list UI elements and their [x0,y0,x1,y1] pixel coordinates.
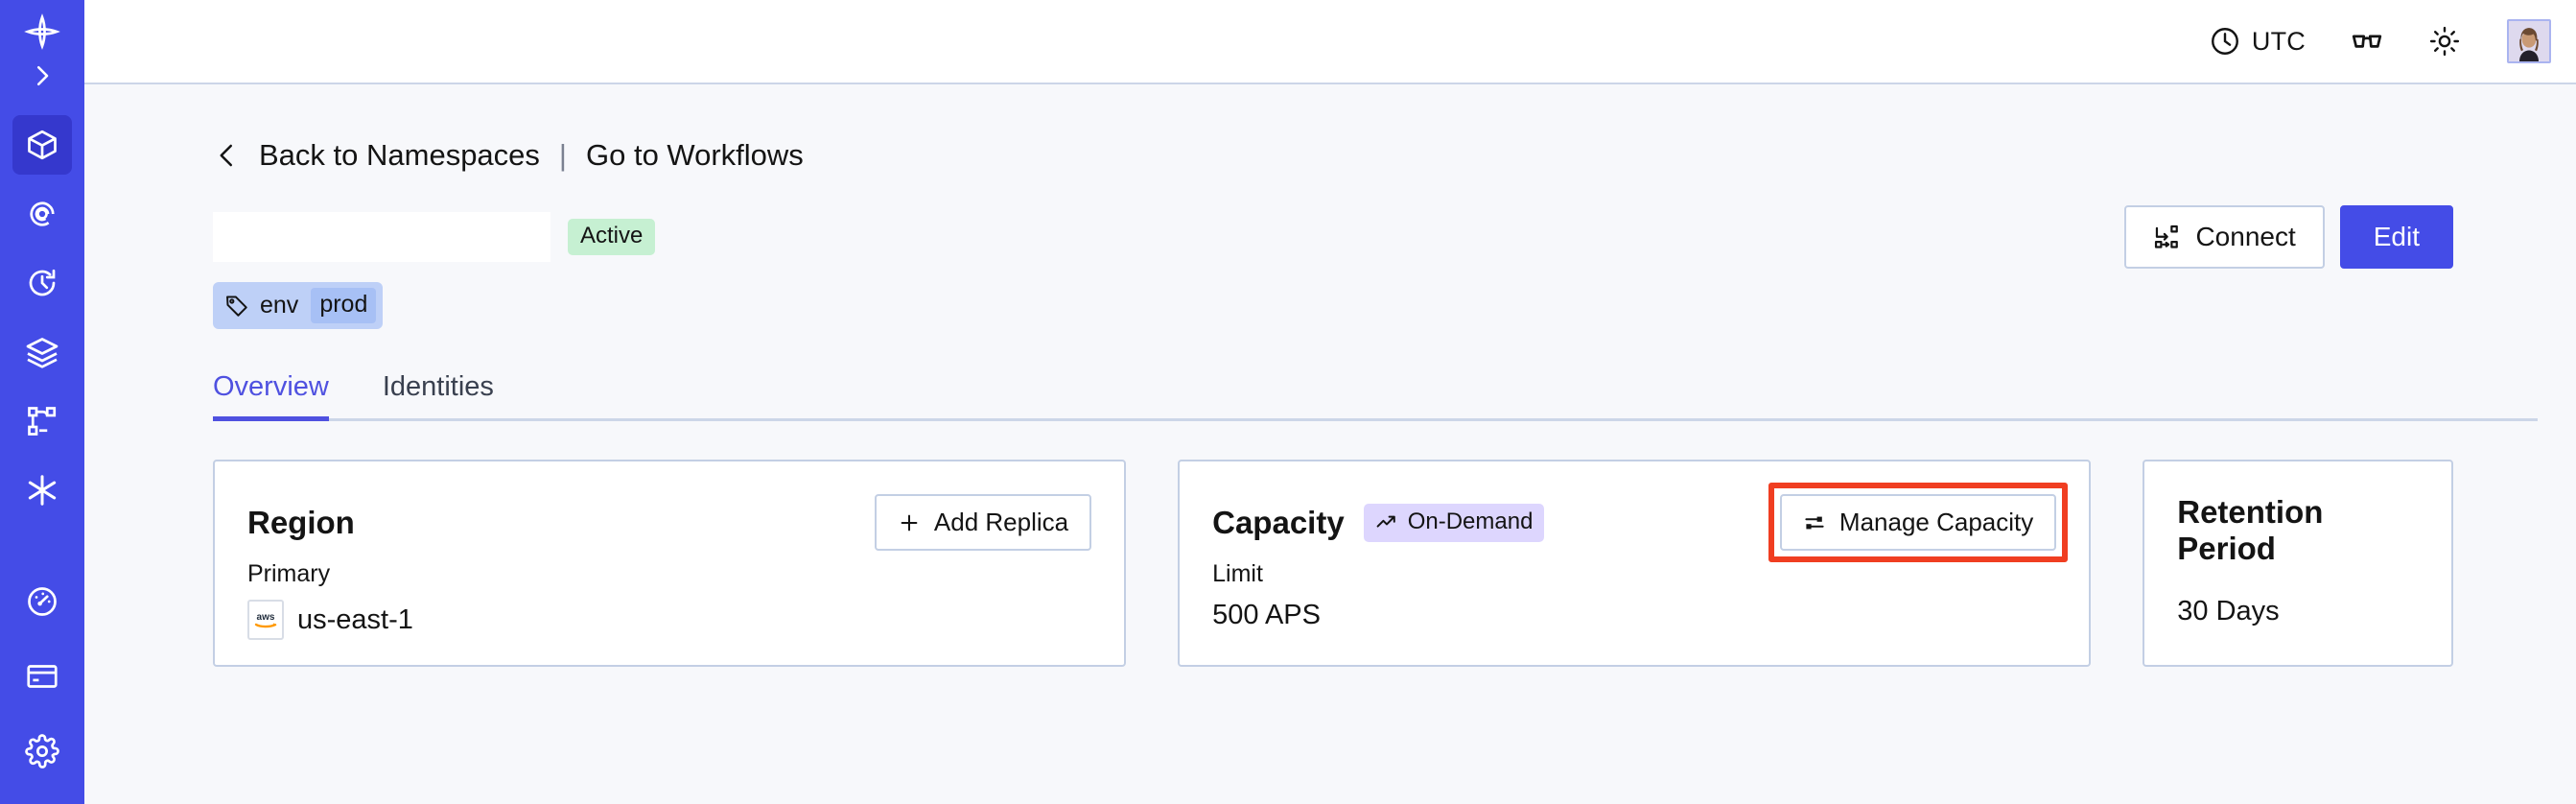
region-card-header: Region Add Replica [247,494,1092,551]
capacity-card: Capacity On-Demand [1178,460,2092,667]
breadcrumb-workflows-link[interactable]: Go to Workflows [585,138,804,172]
tag-key: env [260,292,299,319]
retention-card: Retention Period 30 Days [2143,460,2453,667]
tab-identities-label: Identities [382,371,494,402]
aws-logo-icon: aws [247,600,284,640]
svg-text:aws: aws [257,612,275,623]
region-card-actions: Add Replica [874,494,1092,551]
sun-icon[interactable] [2428,25,2461,58]
capacity-card-actions: Manage Capacity [1779,494,2057,551]
status-badge: Active [568,219,656,255]
region-primary-label: Primary [247,560,331,587]
manage-capacity-label: Manage Capacity [1838,508,2034,536]
sliders-icon [1803,511,1826,534]
tab-identities[interactable]: Identities [383,371,494,418]
edit-button-label: Edit [2373,222,2420,251]
tab-bar: Overview Identities [213,371,2538,421]
breadcrumb-divider: | [558,138,567,172]
breadcrumb-back-link[interactable]: Back to Namespaces [259,138,540,172]
sidebar-item-nexus[interactable] [12,461,72,520]
retention-card-title: Retention Period [2177,494,2324,566]
capacity-mode-label: On-Demand [1407,508,1534,534]
timezone-selector[interactable]: UTC [2209,25,2306,58]
add-replica-label: Add Replica [933,508,1069,536]
namespace-name-redacted [213,212,550,262]
right-column: UTC [84,0,2576,804]
region-value-row: aws us-east-1 [247,600,1091,640]
tag-icon [224,294,249,319]
header-actions: Connect Edit [2124,205,2453,269]
sidebar-item-billing[interactable] [12,647,72,706]
plus-icon [898,511,921,534]
overview-cards: Region Add Replica [213,460,2453,667]
connect-icon [2153,224,2180,250]
tab-overview[interactable]: Overview [213,371,329,421]
chevron-right-icon[interactable] [12,61,72,90]
temporal-logo-icon[interactable] [12,13,72,50]
connect-button-label: Connect [2195,222,2296,251]
user-avatar[interactable] [2507,19,2551,63]
sidebar-item-layers[interactable] [12,322,72,382]
namespace-tags: env prod [213,282,2453,329]
retention-value: 30 Days [2177,596,2280,627]
connect-button[interactable]: Connect [2124,205,2325,269]
retention-card-header: Retention Period [2177,494,2419,567]
capacity-card-title: Capacity [1212,504,1345,540]
sidebar-item-settings[interactable] [12,721,72,781]
capacity-limit-label: Limit [1212,560,1263,587]
add-replica-button[interactable]: Add Replica [874,494,1092,551]
primary-sidebar [0,0,84,804]
timezone-label: UTC [2251,26,2306,56]
sidebar-item-workflows[interactable] [12,391,72,451]
chevron-left-icon[interactable] [213,138,242,173]
tab-overview-label: Overview [213,371,329,402]
clock-icon [2209,25,2241,58]
region-value: us-east-1 [297,603,413,635]
sidebar-item-usage[interactable] [12,572,72,631]
sidebar-item-observe[interactable] [12,184,72,244]
namespace-header: Active [213,205,2453,269]
capacity-card-header: Capacity On-Demand [1212,494,2057,551]
sidebar-item-history[interactable] [12,253,72,313]
manage-capacity-button[interactable]: Manage Capacity [1779,494,2057,551]
sidebar-item-namespaces[interactable] [12,115,72,175]
top-bar: UTC [84,0,2576,84]
tag-chip-env[interactable]: env prod [213,282,384,329]
capacity-mode-badge: On-Demand [1363,503,1545,542]
breadcrumb: Back to Namespaces | Go to Workflows [213,138,2453,173]
tag-value: prod [311,288,377,323]
glasses-icon[interactable] [2350,24,2384,59]
capacity-value-row: 500 APS [1212,600,2056,631]
capacity-value: 500 APS [1212,600,1321,630]
region-card: Region Add Replica [213,460,1127,667]
main-content: Back to Namespaces | Go to Workflows Act… [84,84,2576,804]
edit-button[interactable]: Edit [2339,205,2453,269]
region-card-title: Region [247,504,355,540]
trending-up-icon [1375,510,1398,533]
